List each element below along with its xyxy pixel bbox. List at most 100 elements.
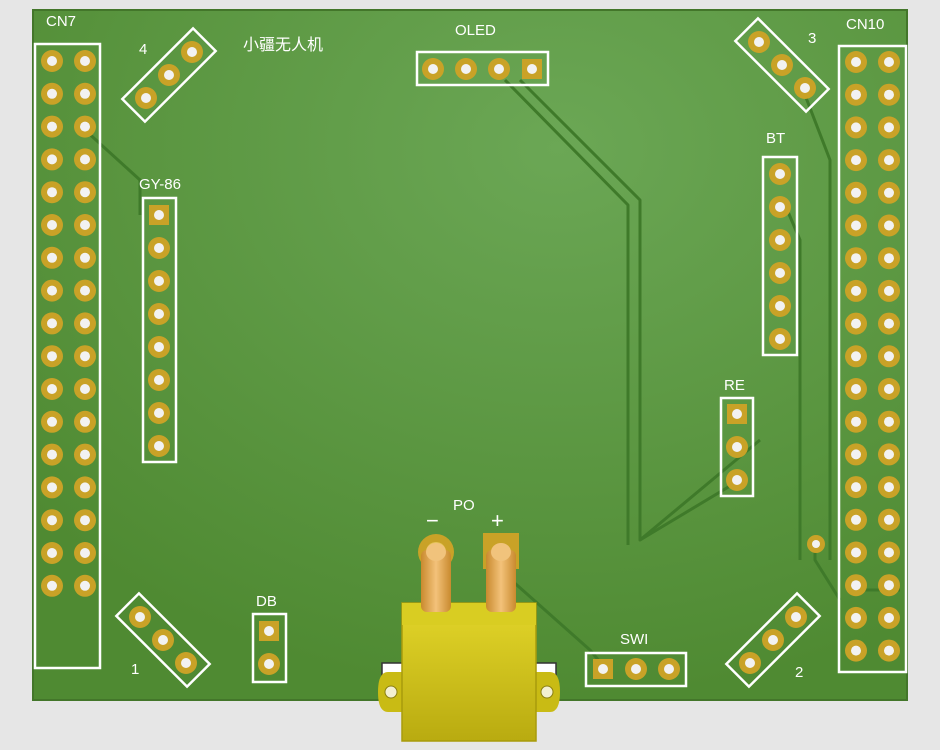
cn10-pin-hole xyxy=(884,482,894,493)
cn7-pin-hole xyxy=(47,482,57,493)
cn10-pin-hole xyxy=(884,514,894,525)
cn7-pin-hole xyxy=(80,220,90,230)
esc3-pin-hole xyxy=(800,83,810,93)
cn10-pin-hole xyxy=(884,89,894,100)
cn10-pin-hole xyxy=(884,645,894,656)
cn10-pin-hole xyxy=(884,547,894,558)
re-pin-hole xyxy=(732,442,742,452)
bt-pin-hole xyxy=(775,202,785,212)
oled-pin-hole xyxy=(461,64,471,74)
esc3-pin-hole xyxy=(777,60,787,70)
cn10-pin-hole xyxy=(884,220,894,231)
cn7-pin-hole xyxy=(47,515,57,526)
cn10-pin-hole xyxy=(851,449,861,460)
cn10-pin-hole xyxy=(884,318,894,329)
re-pin-hole xyxy=(732,409,742,419)
cn10-pin-hole xyxy=(851,645,861,656)
cn7-pin-hole xyxy=(80,384,90,394)
cn10-pin-hole xyxy=(851,285,861,296)
cn7-pin-hole xyxy=(80,548,90,558)
cn10-pin-hole xyxy=(884,580,894,591)
cn7-pin-hole xyxy=(80,449,90,460)
cn10-pin-hole xyxy=(884,155,894,166)
cn10-pin-hole xyxy=(851,155,861,166)
label-minus: − xyxy=(426,508,439,533)
cn10-pin-hole xyxy=(851,416,861,427)
label-plus: + xyxy=(491,508,504,533)
gy86-pin-hole xyxy=(154,375,164,385)
cn7-pin-hole xyxy=(47,154,57,165)
esc2-pin-hole xyxy=(745,658,755,668)
plus-pin xyxy=(486,550,516,612)
cn7-pin-hole xyxy=(47,449,57,460)
minus-pin-tip xyxy=(426,543,446,561)
db-pin-hole xyxy=(264,659,274,669)
cn7-pin-hole xyxy=(47,384,57,394)
cn7-pin-hole xyxy=(47,580,57,591)
label-motor-1: 1 xyxy=(131,661,140,678)
cn7-pin-hole xyxy=(47,56,57,66)
oled-outline xyxy=(415,50,550,87)
cn10-pin-hole xyxy=(851,89,861,100)
esc1-pin-hole xyxy=(181,658,191,668)
cn7-pin-hole xyxy=(80,416,90,427)
cn10-pin-hole xyxy=(851,351,861,362)
cn7-pin-hole xyxy=(80,252,90,263)
cn10-pin-hole xyxy=(851,187,861,198)
gy86-pin-hole xyxy=(154,309,164,319)
gy86-pin-hole xyxy=(154,408,164,418)
cn7-pin-hole xyxy=(80,154,90,165)
cn10-pin-hole xyxy=(851,547,861,558)
label-cn7: CN7 xyxy=(46,13,77,30)
cn10-pin-hole xyxy=(884,449,894,460)
mount-hole-right xyxy=(540,685,554,699)
label-bt: BT xyxy=(766,130,786,147)
swi-pin-hole xyxy=(631,664,641,674)
bt-pin-hole xyxy=(775,334,785,344)
bt-outline xyxy=(761,155,799,357)
plus-pin-tip xyxy=(491,543,511,561)
cn10-pin-hole xyxy=(884,285,894,296)
bt-pin-hole xyxy=(775,169,785,179)
cn10-pin-hole xyxy=(851,253,861,264)
cn7-pin-hole xyxy=(47,220,57,230)
cn7-pin-hole xyxy=(80,351,90,362)
esc3-pin-hole xyxy=(754,37,764,47)
cn7-pin-hole xyxy=(80,121,90,132)
cn7-pin-hole xyxy=(80,285,90,296)
label-motor-2: 2 xyxy=(795,664,804,681)
label-title: 小疆无人机 xyxy=(243,35,324,54)
cn7-pin-hole xyxy=(47,121,57,132)
re-outline xyxy=(719,396,755,498)
label-po: PO xyxy=(453,497,475,514)
cn10-outline xyxy=(837,44,908,674)
cn7-pin-hole xyxy=(47,187,57,198)
pcb-board xyxy=(32,9,908,701)
gy86-pin-hole xyxy=(154,210,164,220)
cn10-pin-hole xyxy=(851,514,861,525)
gy86-pin-hole xyxy=(154,441,164,451)
cn10-pin-hole xyxy=(884,351,894,362)
cn7-pin-hole xyxy=(47,416,57,427)
cn7-pin-hole xyxy=(80,515,90,526)
cn7-pin-hole xyxy=(47,252,57,263)
cn7-pin-hole xyxy=(47,88,57,99)
cn10-pin-hole xyxy=(851,122,861,133)
oled-pin-hole xyxy=(428,64,438,74)
esc2-outline xyxy=(724,591,822,689)
cn7-pin-hole xyxy=(80,482,90,493)
power-connector xyxy=(378,533,560,742)
label-cn10: CN10 xyxy=(846,16,885,33)
cn10-pin-hole xyxy=(884,384,894,394)
label-db: DB xyxy=(256,593,277,610)
esc2-pin-hole xyxy=(791,612,801,622)
label-gy86: GY-86 xyxy=(139,176,181,193)
cn7-pin-hole xyxy=(80,187,90,198)
bt-pin-hole xyxy=(775,268,785,278)
swi-pin-hole xyxy=(598,664,608,674)
cn7-pin-hole xyxy=(80,580,90,591)
oled-pin-hole xyxy=(494,64,504,74)
esc1-outline xyxy=(114,591,212,689)
